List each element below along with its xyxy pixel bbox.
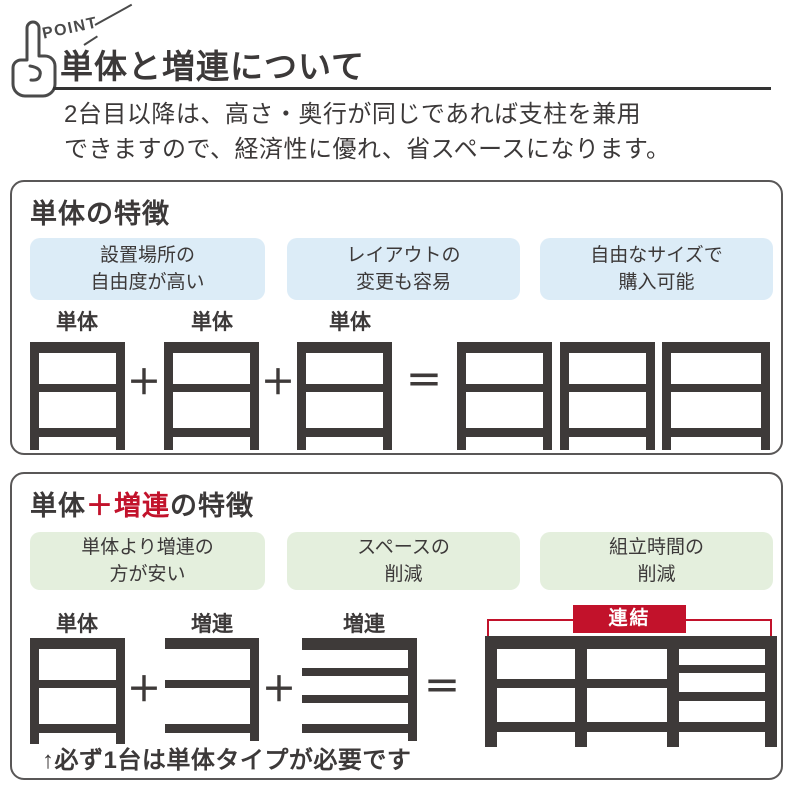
feature-badge: 設置場所の 自由度が高い xyxy=(30,238,265,300)
unit-label: 単体 xyxy=(191,311,233,334)
plus-operator: ＋ xyxy=(261,364,295,402)
standalone-shelf-icon xyxy=(457,342,552,450)
addon-shelf-icon xyxy=(302,638,417,741)
feature-badge-line: レイアウトの xyxy=(346,245,461,266)
feature-badge-line: 組立時間の xyxy=(608,537,704,558)
connected-shelf-icon xyxy=(485,636,777,747)
standalone-shelf-icon xyxy=(30,638,125,744)
description: 2台目以降は、高さ・奥行が同じであれば支柱を兼用 できますので、経済性に優れ、省… xyxy=(64,97,671,167)
feature-badge: スペースの 削減 xyxy=(287,532,520,590)
feature-badge-line: 削減 xyxy=(384,564,423,585)
feature-badge-line: 自由度が高い xyxy=(90,272,205,293)
feature-badge: レイアウトの 変更も容易 xyxy=(287,238,520,300)
title-underline xyxy=(53,87,771,90)
unit-label-addon: 増連 xyxy=(343,613,385,636)
standalone-shelf-icon xyxy=(30,342,125,450)
accent-line xyxy=(94,3,133,26)
addon-title-suffix: の特徴 xyxy=(170,491,254,521)
standalone-shelf-icon xyxy=(560,342,655,450)
plus-operator: ＋ xyxy=(262,671,296,709)
standalone-section-title: 単体の特徴 xyxy=(30,199,170,229)
description-line: 2台目以降は、高さ・奥行が同じであれば支柱を兼用 xyxy=(64,101,642,128)
standalone-section: 単体の特徴 設置場所の 自由度が高い レイアウトの 変更も容易 自由なサイズで … xyxy=(10,180,783,455)
feature-badge-line: 削減 xyxy=(637,564,676,585)
link-badge: 連結 xyxy=(573,605,686,633)
feature-badge-line: 購入可能 xyxy=(618,272,695,293)
addon-title-prefix: 単体 xyxy=(30,491,86,521)
equals-operator: ＝ xyxy=(405,360,442,401)
addon-note: ↑必ず1台は単体タイプが必要です xyxy=(42,747,412,774)
addon-title-highlight: ＋増連 xyxy=(86,491,170,521)
feature-badge-line: 設置場所の xyxy=(99,245,195,266)
unit-label-addon: 増連 xyxy=(191,613,233,636)
description-line: できますので、経済性に優れ、省スペースになります。 xyxy=(64,136,671,163)
page-title: 単体と増連について xyxy=(60,48,366,85)
unit-label: 単体 xyxy=(56,613,98,636)
plus-operator: ＋ xyxy=(127,364,161,402)
feature-badge-line: 単体より増連の xyxy=(81,537,214,558)
addon-shelf-icon xyxy=(165,638,259,741)
feature-badge-line: スペースの xyxy=(357,537,450,558)
feature-badge: 単体より増連の 方が安い xyxy=(30,532,265,590)
equals-operator: ＝ xyxy=(423,666,460,707)
standalone-shelf-icon xyxy=(662,342,770,450)
unit-label: 単体 xyxy=(56,311,98,334)
addon-section: 単体＋増連の特徴 単体より増連の 方が安い スペースの 削減 組立時間の 削減 … xyxy=(10,472,783,780)
feature-badge-line: 自由なサイズで xyxy=(590,245,723,266)
standalone-shelf-icon xyxy=(164,342,259,450)
feature-badge-line: 変更も容易 xyxy=(355,272,451,293)
plus-operator: ＋ xyxy=(127,671,161,709)
unit-label: 単体 xyxy=(329,311,371,334)
standalone-shelf-icon xyxy=(297,342,392,450)
addon-section-title: 単体＋増連の特徴 xyxy=(30,484,254,523)
feature-badge-line: 方が安い xyxy=(109,564,186,585)
feature-badge: 自由なサイズで 購入可能 xyxy=(540,238,773,300)
feature-badge: 組立時間の 削減 xyxy=(540,532,773,590)
